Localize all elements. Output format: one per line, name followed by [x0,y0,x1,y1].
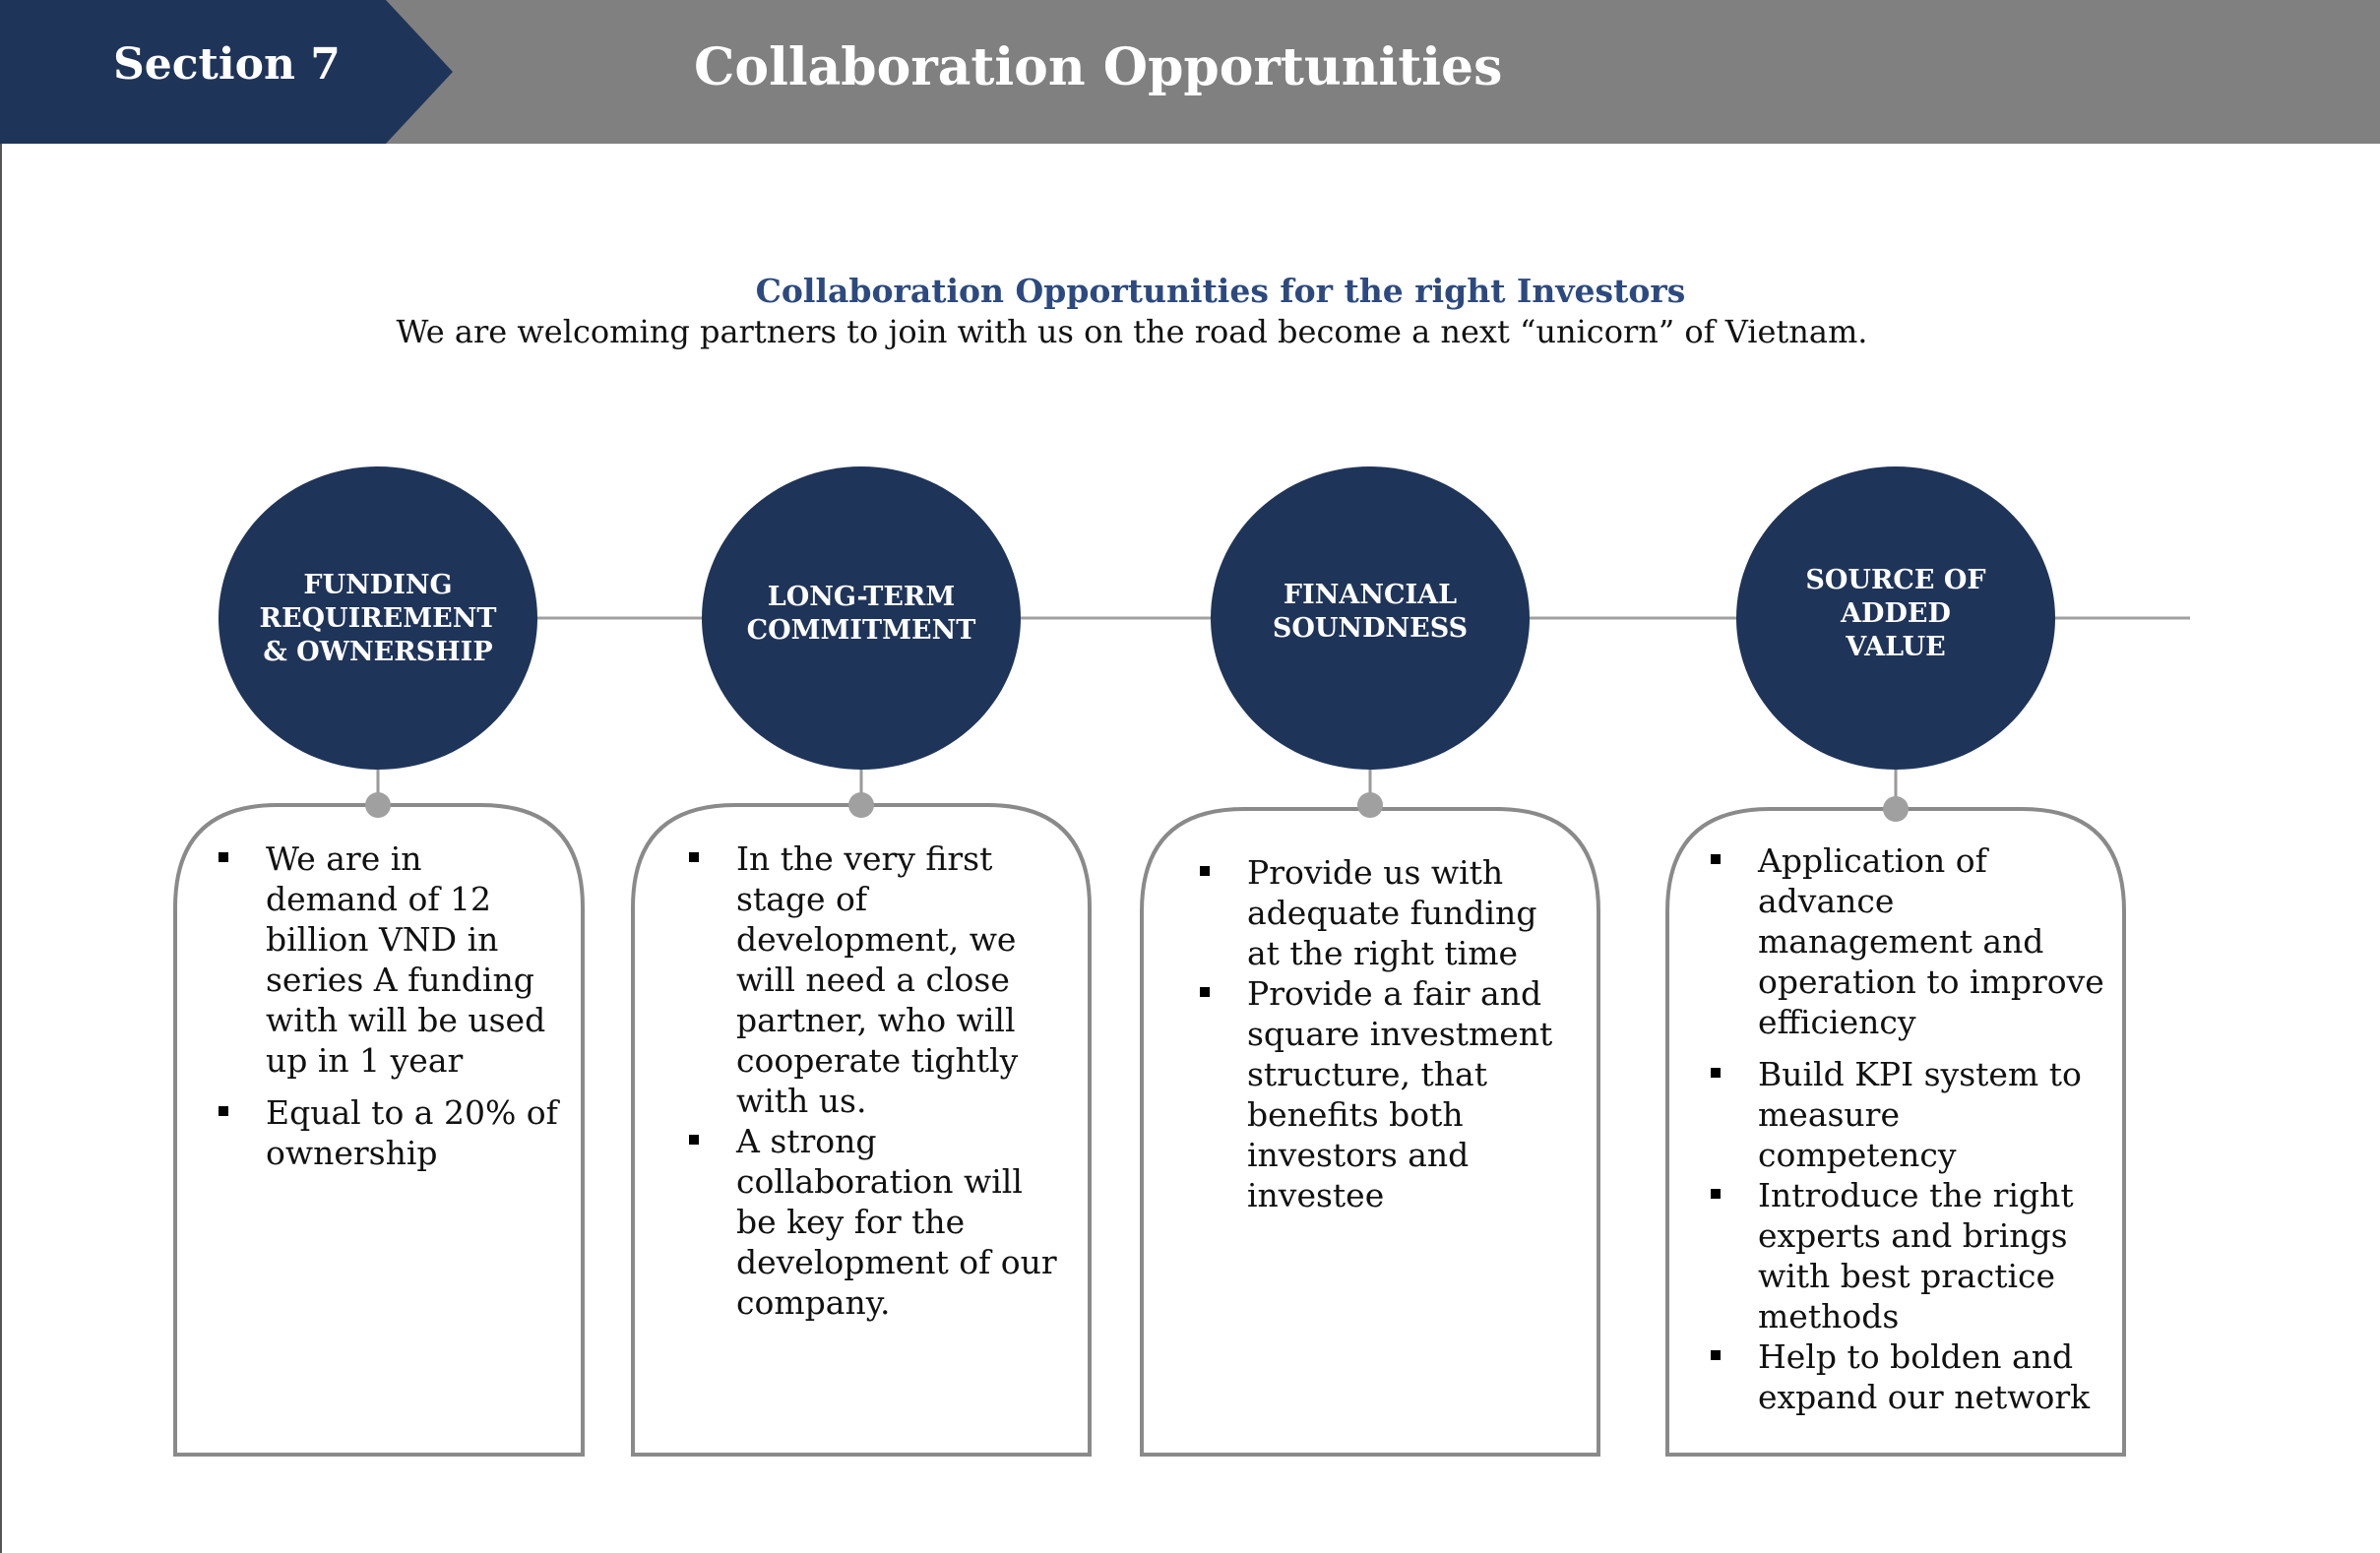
pillar-title: FINANCIAL SOUNDNESS [1272,580,1469,644]
bullet-item: A strong collaboration will be key for t… [689,1121,1063,1323]
section-tab [0,0,453,144]
bullet-item: Provide us with adequate funding at the … [1200,852,1564,973]
bullet-item: In the very first stage of development, … [689,839,1063,1121]
bullet-item: Provide a fair and square investment str… [1200,973,1564,1215]
pillar-circle [1736,466,2055,770]
bullet-item: Introduce the right experts and brings w… [1711,1175,2104,1336]
card-bullets: We are in demand of 12 billion VND in se… [219,839,563,1173]
pin-dot [1357,792,1383,818]
card-outline [1140,807,1600,1457]
pin-dot [365,792,391,818]
card-outline [1665,807,2126,1457]
page-title: Collaboration Opportunities [694,37,1503,97]
slide-left-border [0,144,2,1553]
card-bullets: Application of advance management and op… [1711,840,2104,1417]
pin-dot [848,792,874,818]
bullet-item: Application of advance management and op… [1711,840,2104,1042]
card-outline [631,803,1092,1457]
card-bullets: In the very first stage of development, … [689,839,1063,1323]
bullet-item: Equal to a 20% of ownership [219,1092,563,1173]
card-outline [173,803,585,1457]
intro-text: We are welcoming partners to join with u… [396,313,1868,350]
pin-dot [1883,796,1909,822]
pillar-title: FUNDING REQUIREMENT & OWNERSHIP [259,570,497,667]
bullet-item: We are in demand of 12 billion VND in se… [219,839,563,1081]
pillar-circle [702,466,1021,770]
pillar-title: SOURCE OF ADDED VALUE [1805,565,1986,662]
bullet-item: Build KPI system to measure competency [1711,1054,2104,1175]
intro-heading: Collaboration Opportunities for the righ… [755,272,1686,310]
bullet-item: Help to bolden and expand our network [1711,1336,2104,1417]
pillar-title: LONG-TERM COMMITMENT [746,582,976,646]
pillar-circle [219,466,537,770]
section-label: Section 7 [113,39,341,90]
card-bullets: Provide us with adequate funding at the … [1200,852,1564,1215]
pillar-circle [1211,466,1530,770]
